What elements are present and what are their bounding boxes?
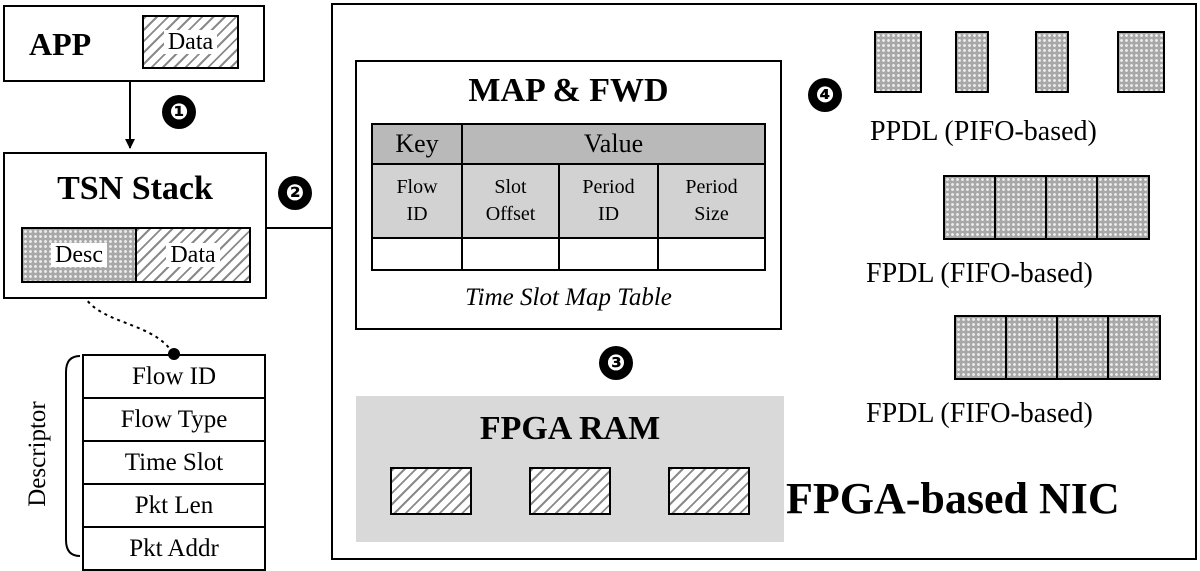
descriptor-label: Descriptor xyxy=(24,401,51,507)
ram-slot-2 xyxy=(529,467,611,515)
app-data-label: Data xyxy=(163,30,218,54)
map-empty-cell xyxy=(371,237,463,271)
tsn-desc-block: Desc xyxy=(21,227,137,283)
app-data-block: Data xyxy=(142,15,239,69)
fpdl-2-packet-1 xyxy=(954,315,1007,380)
app-box: APP Data xyxy=(3,5,265,82)
step-3-marker: ❸ xyxy=(599,346,633,380)
tsn-data-label: Data xyxy=(166,243,220,267)
tsn-stack-box: TSN Stack Desc Data xyxy=(3,152,267,299)
map-table-caption: Time Slot Map Table xyxy=(465,284,672,311)
fpdl-1-packet-1 xyxy=(943,175,996,240)
map-value-header: Value xyxy=(460,123,767,165)
fpdl-1-label: FPDL (FIFO-based) xyxy=(866,258,1093,289)
step-4-marker: ❹ xyxy=(808,78,842,112)
map-empty-cell xyxy=(558,237,659,271)
ppdl-packet-3 xyxy=(1035,31,1069,93)
step-2-marker: ❷ xyxy=(278,176,312,210)
descriptor-field-flow-id: Flow ID xyxy=(82,354,266,399)
ppdl-label: PPDL (PIFO-based) xyxy=(870,116,1097,147)
ram-slot-3 xyxy=(668,467,750,515)
ram-slot-1 xyxy=(390,467,472,515)
tsn-desc-label: Desc xyxy=(51,243,107,267)
fpdl-2-packet-3 xyxy=(1056,315,1109,380)
fpdl-2-packet-4 xyxy=(1107,315,1161,380)
map-fwd-title: MAP & FWD xyxy=(468,72,669,109)
ppdl-packet-4 xyxy=(1117,31,1165,93)
step-1-marker: ❶ xyxy=(162,95,196,129)
descriptor-field-flow-type: Flow Type xyxy=(82,397,266,442)
map-key-header: Key xyxy=(371,123,463,165)
map-empty-cell xyxy=(656,237,767,271)
ppdl-packet-1 xyxy=(874,31,922,93)
fpdl-2-packet-2 xyxy=(1005,315,1058,380)
fpdl-1-packet-3 xyxy=(1045,175,1098,240)
app-title: APP xyxy=(29,26,92,62)
fpga-ram-title: FPGA RAM xyxy=(479,410,661,447)
tsn-stack-title: TSN Stack xyxy=(57,170,213,207)
descriptor-field-time-slot: Time Slot xyxy=(82,440,266,485)
descriptor-table: Flow ID Flow Type Time Slot Pkt Len Pkt … xyxy=(82,354,266,571)
descriptor-field-pkt-addr: Pkt Addr xyxy=(82,526,266,571)
fpdl-2-label: FPDL (FIFO-based) xyxy=(866,398,1093,429)
descriptor-field-pkt-len: Pkt Len xyxy=(82,483,266,528)
fpga-nic-title: FPGA-based NIC xyxy=(786,474,1120,523)
fpdl-1-packet-2 xyxy=(994,175,1047,240)
descriptor-bracket xyxy=(65,355,81,557)
desc-dotted-link xyxy=(79,281,173,353)
map-empty-cell xyxy=(461,237,560,271)
fpga-ram-box: FPGA RAM xyxy=(356,396,784,542)
fpdl-1-packet-4 xyxy=(1096,175,1150,240)
ppdl-packet-2 xyxy=(955,31,989,93)
tsn-data-block: Data xyxy=(135,227,251,283)
